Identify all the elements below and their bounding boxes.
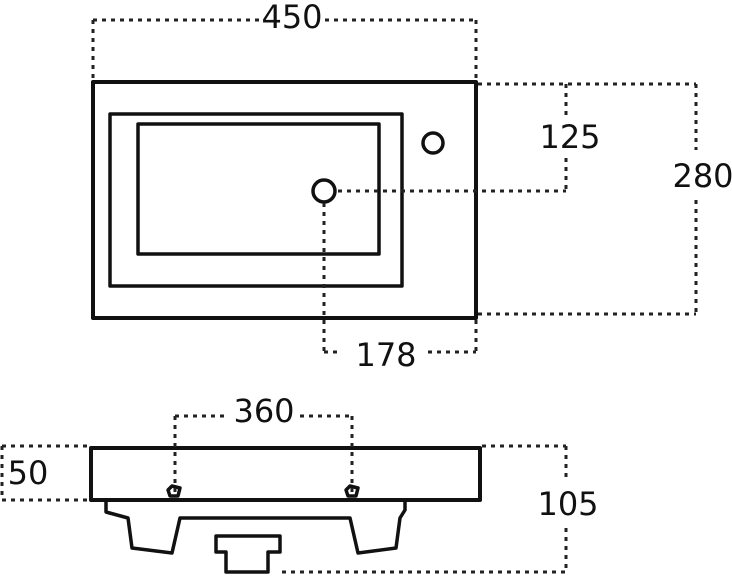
overall-depth-label: 280: [672, 157, 732, 195]
waste-hole: [311, 178, 337, 204]
basin-rim-profile: [89, 446, 482, 502]
top-view: [91, 80, 478, 320]
tap-hole: [421, 131, 445, 155]
dimension-tap-offset: 125: [338, 84, 601, 193]
side-view: [89, 446, 482, 574]
total-height-label: 105: [537, 485, 598, 523]
bowl-inner-outline: [136, 122, 381, 256]
waste-offset-label: 178: [355, 336, 416, 374]
dimension-rim-height: 50: [0, 444, 90, 502]
waste-spacing-label: 360: [233, 392, 294, 430]
bowl-underside-profile: [104, 502, 407, 555]
dimension-overall-width: 450: [91, 0, 478, 80]
left-mount-bracket: [166, 484, 182, 498]
tap-offset-label: 125: [539, 118, 600, 156]
waste-outlet: [214, 534, 282, 574]
overall-width-label: 450: [261, 0, 322, 36]
dimension-waste-offset: 178: [322, 203, 478, 374]
bowl-outline: [108, 112, 404, 288]
rim-height-label: 50: [8, 454, 49, 492]
dimension-total-height: 105: [282, 444, 599, 574]
dimension-overall-depth: 280: [478, 82, 732, 316]
right-mount-bracket: [344, 484, 360, 498]
dimension-waste-spacing: 360: [173, 392, 354, 492]
basin-outer-outline: [91, 80, 478, 320]
